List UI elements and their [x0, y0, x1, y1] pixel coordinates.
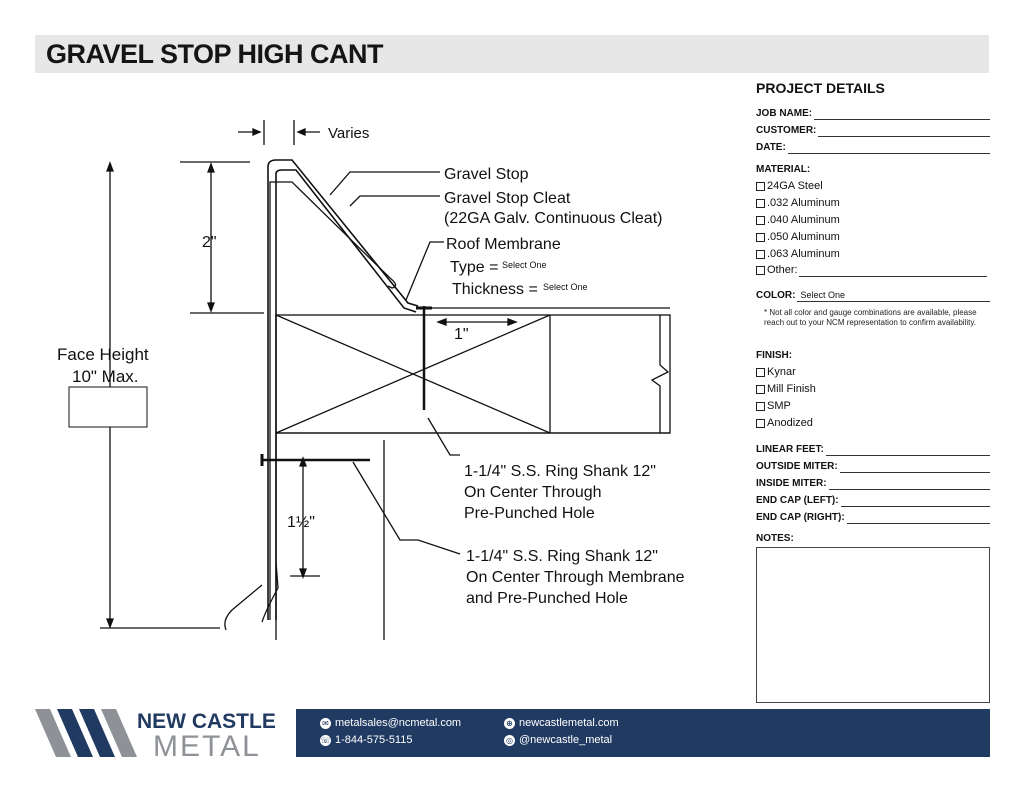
finish-option-kynar[interactable]: Kynar [756, 365, 796, 379]
gravel-stop-profile [267, 159, 419, 620]
checkbox-icon[interactable] [756, 265, 765, 275]
instagram-icon: ◎ [504, 734, 515, 746]
material-option-032-aluminum[interactable]: .032 Aluminum [756, 196, 840, 210]
footer-contact-bar: ✉metalsales@ncmetal.com ☏1-844-575-5115 … [296, 709, 990, 757]
material-option-050-aluminum[interactable]: .050 Aluminum [756, 230, 840, 244]
material-option-other[interactable]: Other: [756, 263, 987, 277]
wood-blocking [275, 314, 671, 434]
finish-option-mill[interactable]: Mill Finish [756, 382, 816, 396]
color-select[interactable]: Select One [797, 289, 990, 302]
technical-drawing: Varies Gravel Stop Gravel Stop Cleat (22… [57, 120, 685, 640]
inside-miter-field[interactable]: INSIDE MITER: [756, 474, 990, 490]
page-title: GRAVEL STOP HIGH CANT [46, 39, 384, 69]
label-gravel-stop: Gravel Stop [444, 166, 529, 183]
type-select: Select One [502, 260, 547, 270]
label-nail1-1: 1-1/4" S.S. Ring Shank 12" [464, 463, 656, 480]
email-icon: ✉ [320, 717, 331, 729]
checkbox-icon[interactable] [756, 384, 765, 394]
thickness-select: Select One [543, 282, 588, 292]
new-castle-metal-logo: NEW CASTLE METAL [35, 709, 276, 758]
face-height-input-box [68, 386, 148, 428]
job-name-field[interactable]: JOB NAME: [756, 104, 990, 120]
date-field[interactable]: DATE: [756, 138, 990, 154]
outside-miter-field[interactable]: OUTSIDE MITER: [756, 457, 990, 473]
brand-name-line1: NEW CASTLE [137, 710, 276, 733]
label-roof-membrane: Roof Membrane [446, 236, 561, 253]
checkbox-icon[interactable] [756, 249, 765, 259]
color-field[interactable]: COLOR:Select One [756, 286, 990, 302]
checkbox-icon[interactable] [756, 232, 765, 242]
other-material-input[interactable] [798, 264, 987, 277]
checkbox-icon[interactable] [756, 181, 765, 191]
color-availability-note: * Not all color and gauge combinations a… [764, 308, 977, 327]
label-face-height-1: Face Height [57, 345, 149, 364]
label-nail1-3: Pre-Punched Hole [464, 505, 595, 522]
end-cap-left-field[interactable]: END CAP (LEFT): [756, 491, 990, 507]
contact-phone[interactable]: ☏1-844-575-5115 [320, 734, 413, 746]
project-details-panel: PROJECT DETAILS JOB NAME: CUSTOMER: DATE… [756, 78, 990, 708]
label-dim-1in: 1" [454, 326, 469, 343]
phone-icon: ☏ [320, 734, 331, 746]
checkbox-icon[interactable] [756, 401, 765, 411]
label-type: Type = [450, 259, 498, 276]
label-nail2-2: On Center Through Membrane [466, 569, 685, 586]
customer-field[interactable]: CUSTOMER: [756, 121, 990, 137]
contact-email[interactable]: ✉metalsales@ncmetal.com [320, 717, 461, 729]
finish-option-smp[interactable]: SMP [756, 399, 791, 413]
checkbox-icon[interactable] [756, 367, 765, 377]
finish-label: FINISH: [756, 350, 793, 361]
finish-option-anodized[interactable]: Anodized [756, 416, 813, 430]
label-cleat-2: (22GA Galv. Continuous Cleat) [444, 210, 662, 227]
label-dim-1half: 1½" [287, 514, 315, 531]
title-bar: GRAVEL STOP HIGH CANT [35, 35, 989, 73]
label-face-height-2: 10" Max. [72, 367, 139, 386]
label-varies: Varies [328, 125, 369, 142]
checkbox-icon[interactable] [756, 198, 765, 208]
label-nail1-2: On Center Through [464, 484, 602, 501]
material-option-040-aluminum[interactable]: .040 Aluminum [756, 213, 840, 227]
end-cap-right-field[interactable]: END CAP (RIGHT): [756, 508, 990, 524]
checkbox-icon[interactable] [756, 418, 765, 428]
notes-textarea[interactable] [756, 547, 990, 703]
notes-label: NOTES: [756, 533, 794, 544]
cleat-profile [269, 181, 397, 620]
material-label: MATERIAL: [756, 164, 811, 175]
label-nail2-1: 1-1/4" S.S. Ring Shank 12" [466, 548, 658, 565]
globe-icon: ⊕ [504, 717, 515, 729]
brand-name-line2: METAL [153, 730, 261, 758]
label-thickness: Thickness = [452, 281, 538, 298]
label-dim-2in: 2" [202, 234, 217, 251]
contact-website[interactable]: ⊕newcastlemetal.com [504, 717, 619, 729]
checkbox-icon[interactable] [756, 215, 765, 225]
label-nail2-3: and Pre-Punched Hole [466, 590, 628, 607]
project-details-heading: PROJECT DETAILS [756, 80, 885, 96]
material-option-24ga-steel[interactable]: 24GA Steel [756, 179, 823, 193]
label-cleat-1: Gravel Stop Cleat [444, 190, 571, 207]
contact-social[interactable]: ◎@newcastle_metal [504, 734, 613, 746]
material-option-063-aluminum[interactable]: .063 Aluminum [756, 247, 840, 261]
linear-feet-field[interactable]: LINEAR FEET: [756, 440, 990, 456]
